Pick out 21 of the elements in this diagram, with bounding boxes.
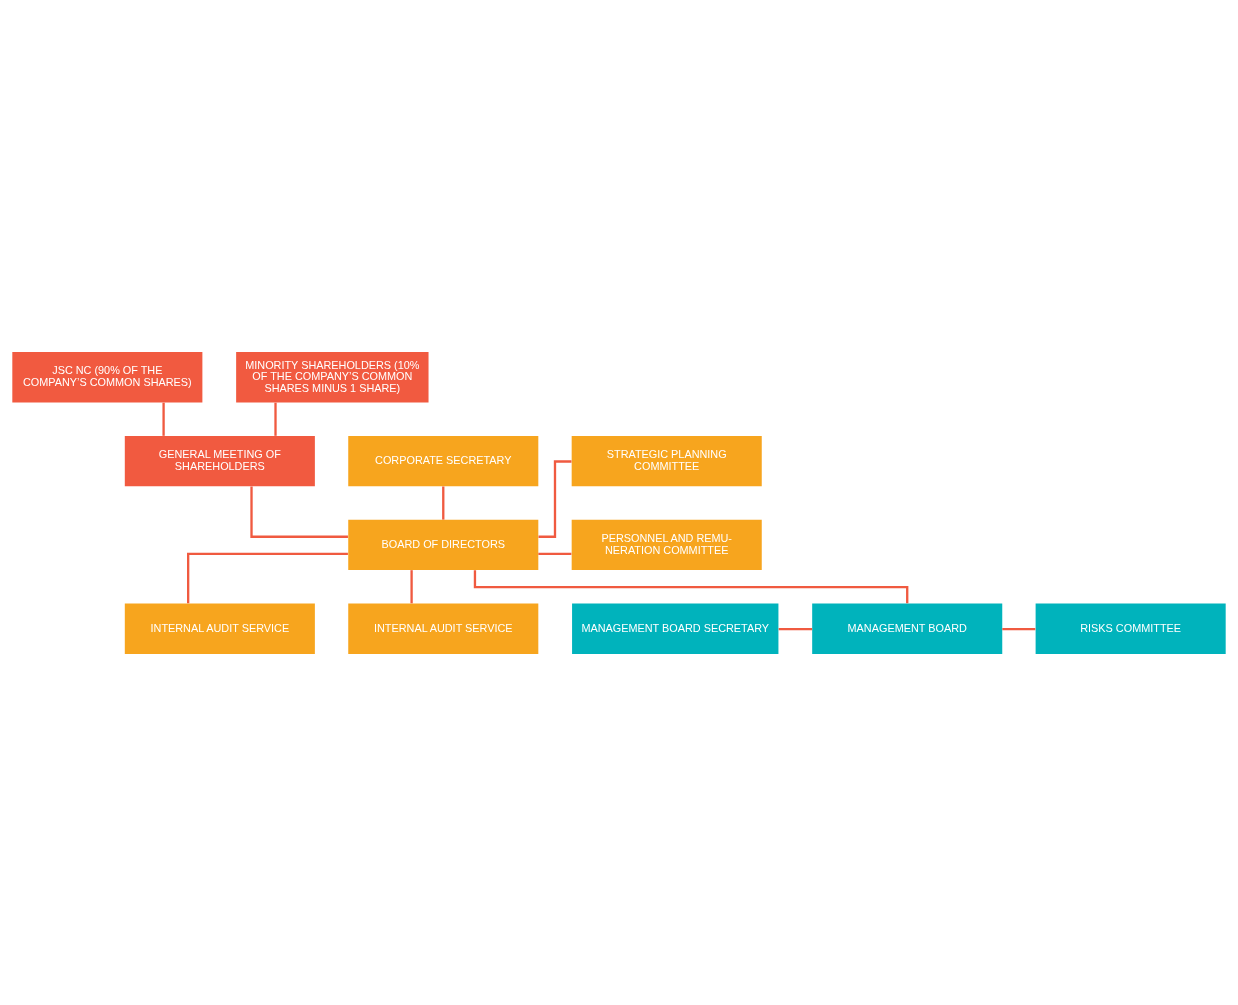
node-box: INTERNAL AUDIT SERVICE	[124, 602, 315, 654]
connector	[1002, 627, 1036, 630]
connector	[162, 402, 165, 436]
node-box: RISKS COMMITTEE	[1035, 602, 1226, 654]
connector	[442, 486, 445, 520]
connector	[274, 402, 277, 436]
node-box: CORPORATE SECRETARY	[348, 435, 539, 486]
connector	[410, 569, 413, 603]
node-box: MINORITY SHAREHOLDERS (10% OF THE COMPANY’S COMMON SHARES MINUS 1 SHARE)	[236, 351, 429, 403]
node-box: STRATEGIC PLANNING COMMITTEE	[571, 435, 762, 486]
node-box: PERSONNEL AND REMU-NERATION COMMITTEE	[571, 519, 762, 570]
connector	[187, 552, 348, 603]
connector	[538, 552, 572, 555]
node-box: MANAGEMENT BOARD	[812, 602, 1003, 654]
node-box: GENERAL MEETING OF SHAREHOLDERS	[124, 435, 315, 486]
node-box: JSC NC (90% OF THE COMPANY’S COMMON SHARES)	[12, 351, 203, 403]
node-box: MANAGEMENT BOARD SECRETARY	[572, 602, 779, 654]
connector	[778, 627, 813, 630]
node-box: INTERNAL AUDIT SERVICE	[348, 602, 539, 654]
node-box: BOARD OF DIRECTORS	[348, 519, 539, 570]
connector	[250, 486, 348, 538]
